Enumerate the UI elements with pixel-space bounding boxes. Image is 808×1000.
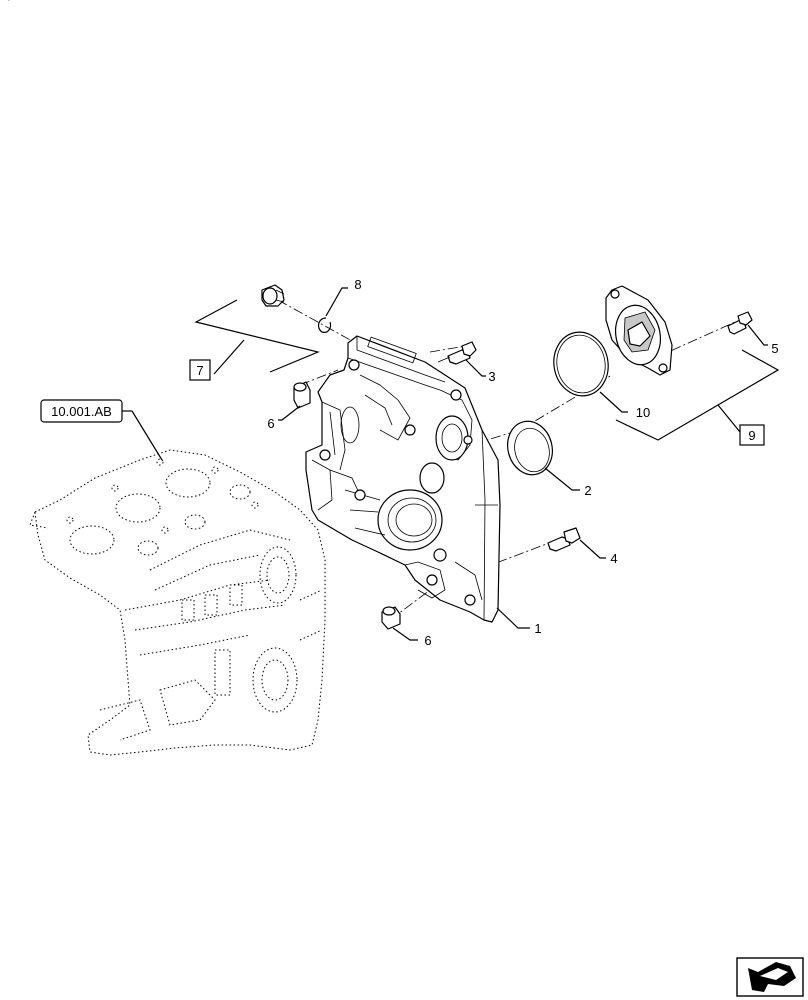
- callout-4[interactable]: 4: [579, 539, 618, 566]
- bolt-3[interactable]: [437, 341, 477, 365]
- dowel-pin-lower[interactable]: [381, 606, 401, 630]
- callout-7[interactable]: 7: [189, 299, 320, 381]
- callout-9-label: 9: [748, 428, 755, 443]
- engine-block-outline: [29, 449, 326, 756]
- callout-5-label: 5: [771, 341, 778, 356]
- o-ring[interactable]: [549, 328, 613, 400]
- callout-6-upper-label: 6: [267, 416, 274, 431]
- callout-8[interactable]: 8: [325, 277, 362, 317]
- callout-5[interactable]: 5: [747, 324, 779, 356]
- callout-2[interactable]: 2: [544, 467, 592, 498]
- callout-6-upper[interactable]: 6: [267, 405, 301, 431]
- callout-6-lower[interactable]: 6: [392, 627, 432, 648]
- callout-1[interactable]: 1: [496, 607, 542, 636]
- callout-6-lower-label: 6: [424, 633, 431, 648]
- callout-9[interactable]: 9: [615, 349, 780, 446]
- callout-10-label: 10: [636, 405, 650, 420]
- reference-label: 10.001.AB: [51, 404, 112, 419]
- timing-cover[interactable]: [305, 335, 501, 623]
- dowel-pin-upper[interactable]: [293, 381, 311, 409]
- callout-7-label: 7: [196, 363, 203, 378]
- callout-2-label: 2: [584, 483, 591, 498]
- return-arrow-icon[interactable]: [736, 957, 804, 997]
- callout-4-label: 4: [610, 551, 617, 566]
- bolt-4[interactable]: [547, 527, 581, 552]
- callout-8-label: 8: [354, 277, 361, 292]
- seal-ring[interactable]: [502, 416, 558, 480]
- plug-fitting[interactable]: [261, 284, 285, 307]
- callout-3-label: 3: [488, 369, 495, 384]
- reference-callout[interactable]: 10.001.AB: [40, 399, 163, 461]
- callout-3[interactable]: 3: [465, 359, 496, 384]
- snap-ring[interactable]: [317, 317, 332, 333]
- bolt-5[interactable]: [727, 311, 753, 335]
- callout-10[interactable]: 10: [599, 391, 650, 420]
- corner-mark: `: [6, 0, 10, 11]
- pump-housing[interactable]: [605, 285, 673, 376]
- callout-1-label: 1: [534, 621, 541, 636]
